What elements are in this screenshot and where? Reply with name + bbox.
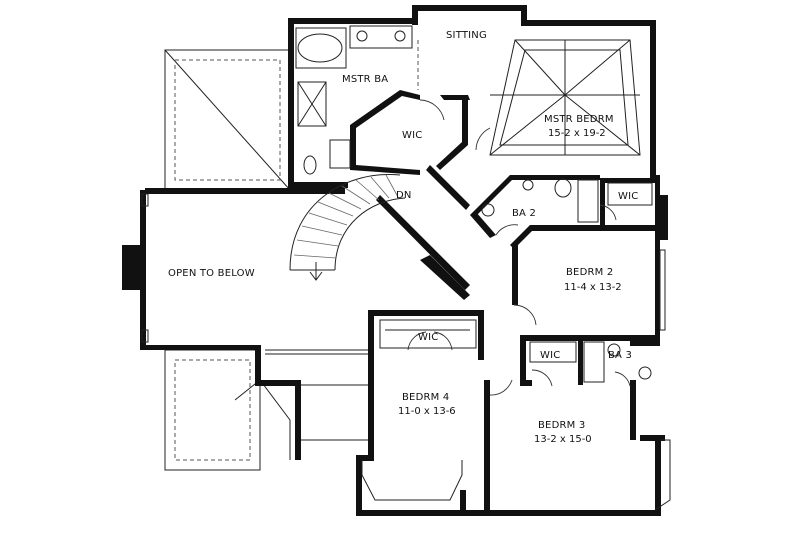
fixtures xyxy=(141,25,671,511)
label-ba3: BA 3 xyxy=(608,350,632,361)
label-open-to-below: OPEN TO BELOW xyxy=(168,268,255,279)
label-mstr-ba: MSTR BA xyxy=(342,74,388,85)
doors xyxy=(407,99,631,396)
label-wic-bedrm3: WIC xyxy=(540,350,560,361)
size-mstr-bedrm: 15-2 x 19-2 xyxy=(548,128,606,139)
size-bedrm4: 11-0 x 13-6 xyxy=(398,406,456,417)
label-bedrm3: BEDRM 3 xyxy=(538,420,585,431)
curved-stair xyxy=(289,173,406,281)
label-wic-master: WIC xyxy=(402,130,422,141)
size-bedrm2: 11-4 x 13-2 xyxy=(564,282,622,293)
label-ba2: BA 2 xyxy=(512,208,536,219)
label-dn: DN xyxy=(396,190,412,201)
label-bedrm2: BEDRM 2 xyxy=(566,267,613,278)
roof-lines xyxy=(145,49,370,471)
walls xyxy=(122,5,668,516)
room-labels: SITTING MSTR BA MSTR BEDRM 15-2 x 19-2 W… xyxy=(168,30,638,445)
label-wic-bedrm4: WIC xyxy=(418,332,438,343)
size-bedrm3: 13-2 x 15-0 xyxy=(534,434,592,445)
label-bedrm4: BEDRM 4 xyxy=(402,392,449,403)
label-wic-ba2: WIC xyxy=(618,191,638,202)
label-mstr-bedrm: MSTR BEDRM xyxy=(544,114,614,125)
label-sitting: SITTING xyxy=(446,30,487,41)
